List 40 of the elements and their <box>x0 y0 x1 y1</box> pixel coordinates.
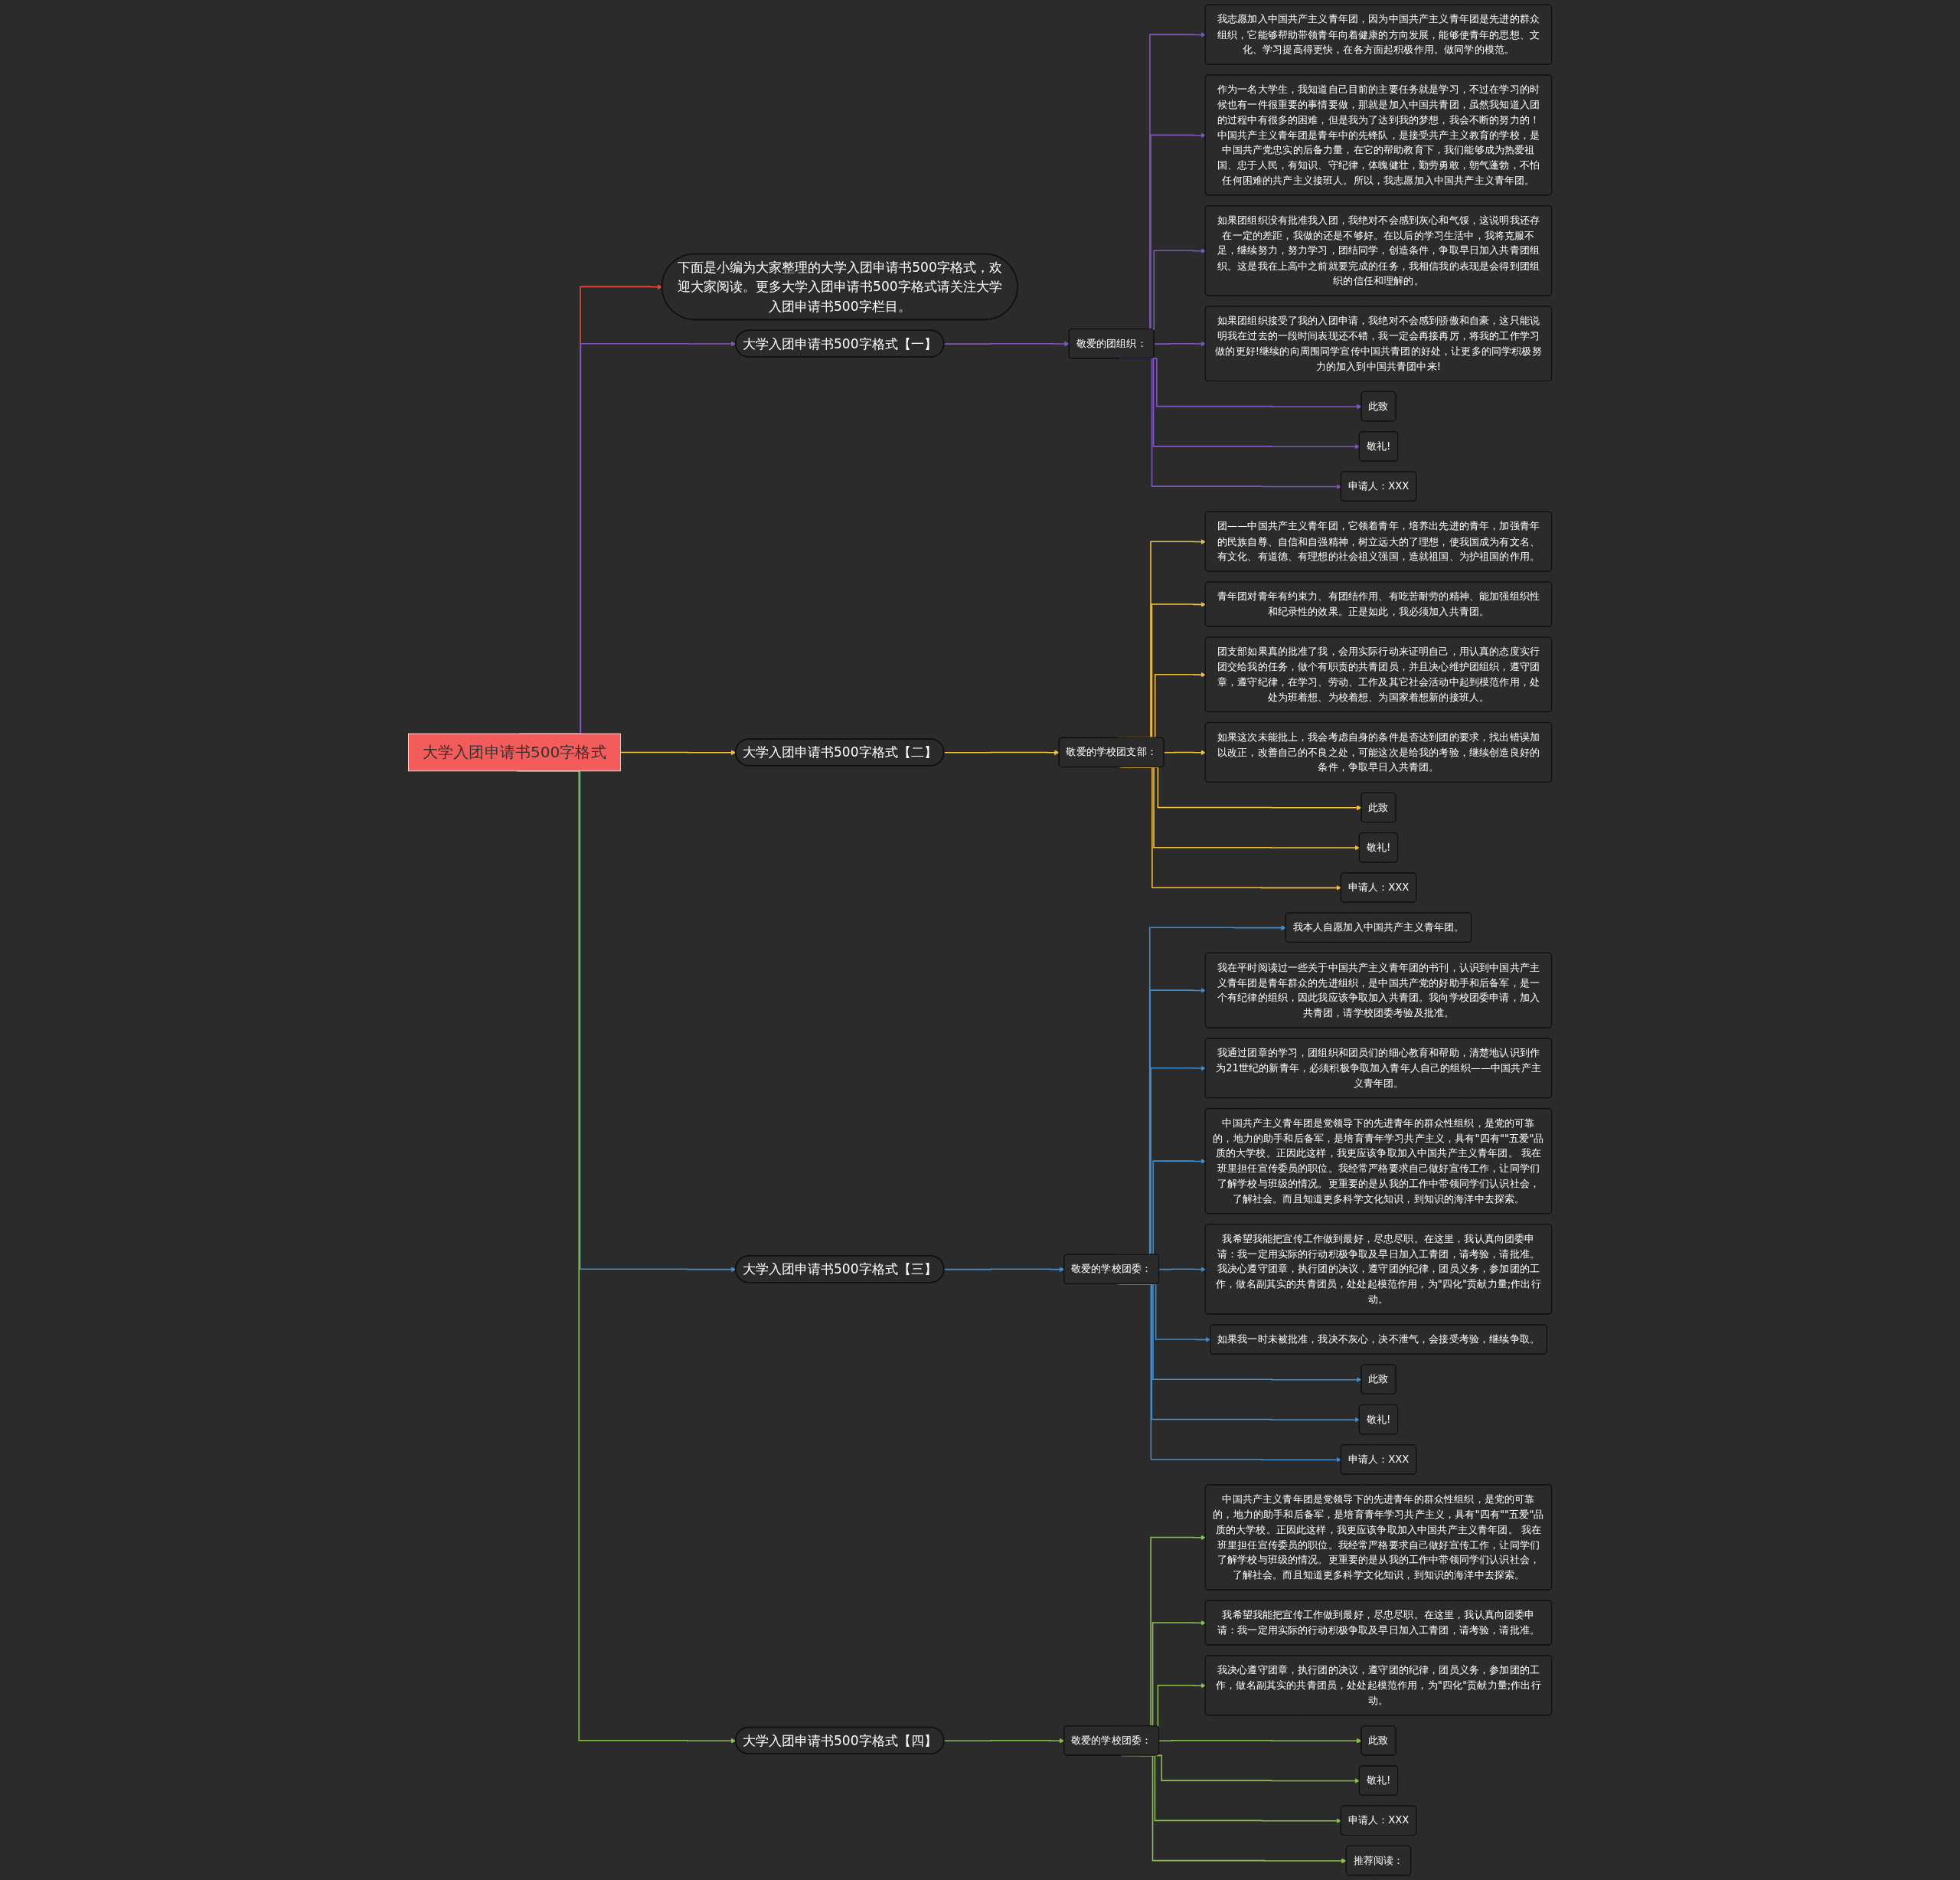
node-text: 我志愿加入中国共产主义青年团，因为中国共产主义青年团是先进的群众组织，它能够帮助带领青年向着健康的方向发展，能够使青年的思想、文化、学习提高得更快，在各方面起积极作用。做同学的模范。 <box>1217 13 1540 56</box>
node-text: 如果这次未能批上，我会考虑自身的条件是否达到团的要求，找出错误加以改正，改善自己的不良之处，可能这次是给我的考验，继续创造良好的条件，争取早日入共青团。 <box>1217 731 1540 773</box>
node-text: 此致 <box>1368 1734 1389 1746</box>
node-text: 如果团组织没有批准我入团，我绝对不会感到灰心和气馁，这说明我还存在一定的差距，我做的还是不够好。在以后的学习生活中，我将克服不足，继续努力，努力学习，团结同学，创造条件，争取早日加入共青团组织。这是我在上高中之前就要完成的任务，我相信我的表现是会得到团组织的信任和理解的。 <box>1217 214 1540 286</box>
arrow <box>943 1267 1065 1272</box>
arrow <box>943 1738 1065 1744</box>
node-text: 申请人：XXX <box>1348 1814 1410 1826</box>
arrow <box>943 750 1060 756</box>
node-text: 我希望我能把宣传工作做到最好，尽忠尽职。在这里，我认真向团委申请：我一定用实际的行动积极争取及早日加入工青团，请考验，请批准。 <box>1217 1608 1540 1636</box>
node-text: 申请人：XXX <box>1348 479 1410 492</box>
node-text: 此致 <box>1368 400 1389 412</box>
node-box <box>408 733 621 772</box>
node-text: 此致 <box>1368 1372 1389 1385</box>
node-text: 青年团对青年有约束力、有团结作用、有吃苦耐劳的精神、能加强组织性和纪录性的效果。正是如此，我必须加入共青团。 <box>1217 590 1540 618</box>
node-text: 团支部如果真的批准了我，会用实际行动来证明自己，用认真的态度实行团交给我的任务，做个有职责的共青团员，并且决心维护团组织，遵守团章，遵守纪律，在学习、劳动、工作及其它社会活动中起到模范作用，处处为班着想、为校着想、为国家着想新的接班人。 <box>1217 645 1540 703</box>
arrow <box>619 750 737 756</box>
node-text: 敬礼! <box>1366 841 1391 853</box>
node-text: 我在平时阅读过一些关于中国共产主义青年团的书刊，认识到中国共产主义青年团是青年群众的先进组织，是中国共产党的好助手和后备军，是一个有纪律的组织，因此我应该争取加入共青团。我向学校团委申请，加入共青团，请学校团委考验及批准。 <box>1217 961 1540 1018</box>
node-text: 申请人：XXX <box>1348 1453 1410 1465</box>
node-text: 推荐阅读： <box>1353 1854 1404 1866</box>
node-text: 申请人：XXX <box>1348 881 1410 894</box>
node-text: 我希望我能把宣传工作做到最好，尽忠尽职。在这里，我认真向团委申请：我一定用实际的行动积极争取及早日加入工青团，请考验，请批准。我决心遵守团章，执行团的决议，遵守团的纪律，团员义务，参加团的工作，做名副其实的共青团员，处处起模范作用，为"四化"贡献力量;作出行动。 <box>1216 1232 1541 1305</box>
node-text: 我决心遵守团章，执行团的决议，遵守团的纪律，团员义务，参加团的工作，做名副其实的共青团员，处处起模范作用，为"四化"贡献力量;作出行动。 <box>1216 1663 1541 1706</box>
node-text: 敬礼! <box>1366 440 1391 453</box>
arrow <box>1158 1738 1362 1744</box>
node-text: 如果我一时未被批准，我决不灰心，决不泄气，会接受考验，继续争取。 <box>1217 1332 1540 1345</box>
arrow <box>1153 341 1207 347</box>
node-text: 我本人自愿加入中国共产主义青年团。 <box>1292 920 1465 933</box>
node-text: 敬礼! <box>1366 1413 1391 1425</box>
node-text: 团——中国共产主义青年团，它领着青年，培养出先进的青年，加强青年的民族自尊、自信和自强精神，树立远大的了理想，使我国成为有文名、有文化、有道德、有理想的社会祖义强国，造就祖国、为护祖国的作用。 <box>1217 520 1540 563</box>
node-text: 中国共产主义青年团是党领导下的先进青年的群众性组织，是党的可靠的，地力的助手和后备军，是培育青年学习共产主义，具有"四有""五爱"品质的大学校。正因此这样，我更应该争取加入中国共产主义青年团。 我在班里担任宣传委员的职位。我经常严格要求自己做好宣传工作，让同学们了解学校与班级的情况。更重要的是从我的工作中带领同学们认识社会，了解社会。而且知道更多科学文化知识，到知识的海洋中去探索。 <box>1213 1493 1544 1581</box>
node-text: 我通过团章的学习，团组织和团员们的细心教育和帮助，清楚地认识到作为21世纪的新青年，必须积极争取加入青年人自己的组织——中国共产主义青年团。 <box>1216 1046 1541 1089</box>
arrow <box>1163 750 1207 756</box>
node-text: 中国共产主义青年团是党领导下的先进青年的群众性组织，是党的可靠的，地力的助手和后备军，是培育青年学习共产主义，具有"四有""五爱"品质的大学校。正因此这样，我更应该争取加入中国共产主义青年团。 我在班里担任宣传委员的职位。我经常严格要求自己做好宣传工作，让同学们了解学校与班级的情况。更重要的是从我的工作中带领同学们认识社会，了解社会。而且知道更多科学文化知识，到知识的海洋中去探索。 <box>1213 1117 1544 1205</box>
node-text: 敬礼! <box>1366 1774 1391 1787</box>
arrow <box>1158 1267 1207 1272</box>
node-text: 作为一名大学生，我知道自己目前的主要任务就是学习，不过在学习的时候也有一件很重要的事情要做，那就是加入中国共青团，虽然我知道入团的过程中有很多的困难，但是我为了达到我的梦想，我会不断的努力的！中国共产主义青年团是青年中的先锋队，是接受共产主义教育的学校，是中国共产党忠实的后备力量，在它的帮助教育下，我们能够成为热爱祖国、忠于人民，有知识、守纪律，体魄健壮，勤劳勇敢，朝气蓬勃，不怕任何困难的共产主义接班人。所以，我志愿加入中国共产主义青年团。 <box>1217 83 1540 186</box>
node-text: 此致 <box>1368 801 1389 813</box>
arrow <box>943 341 1070 347</box>
node-text: 如果团组织接受了我的入团申请，我绝对不会感到骄傲和自豪，这只能说明我在过去的一段时间表现还不错，我一定会再接再厉，将我的工作学习做的更好!继续的向周围同学宣传中国共青团的好处，让更多的同学积极努力的加入到中国共青团中来! <box>1215 314 1542 372</box>
